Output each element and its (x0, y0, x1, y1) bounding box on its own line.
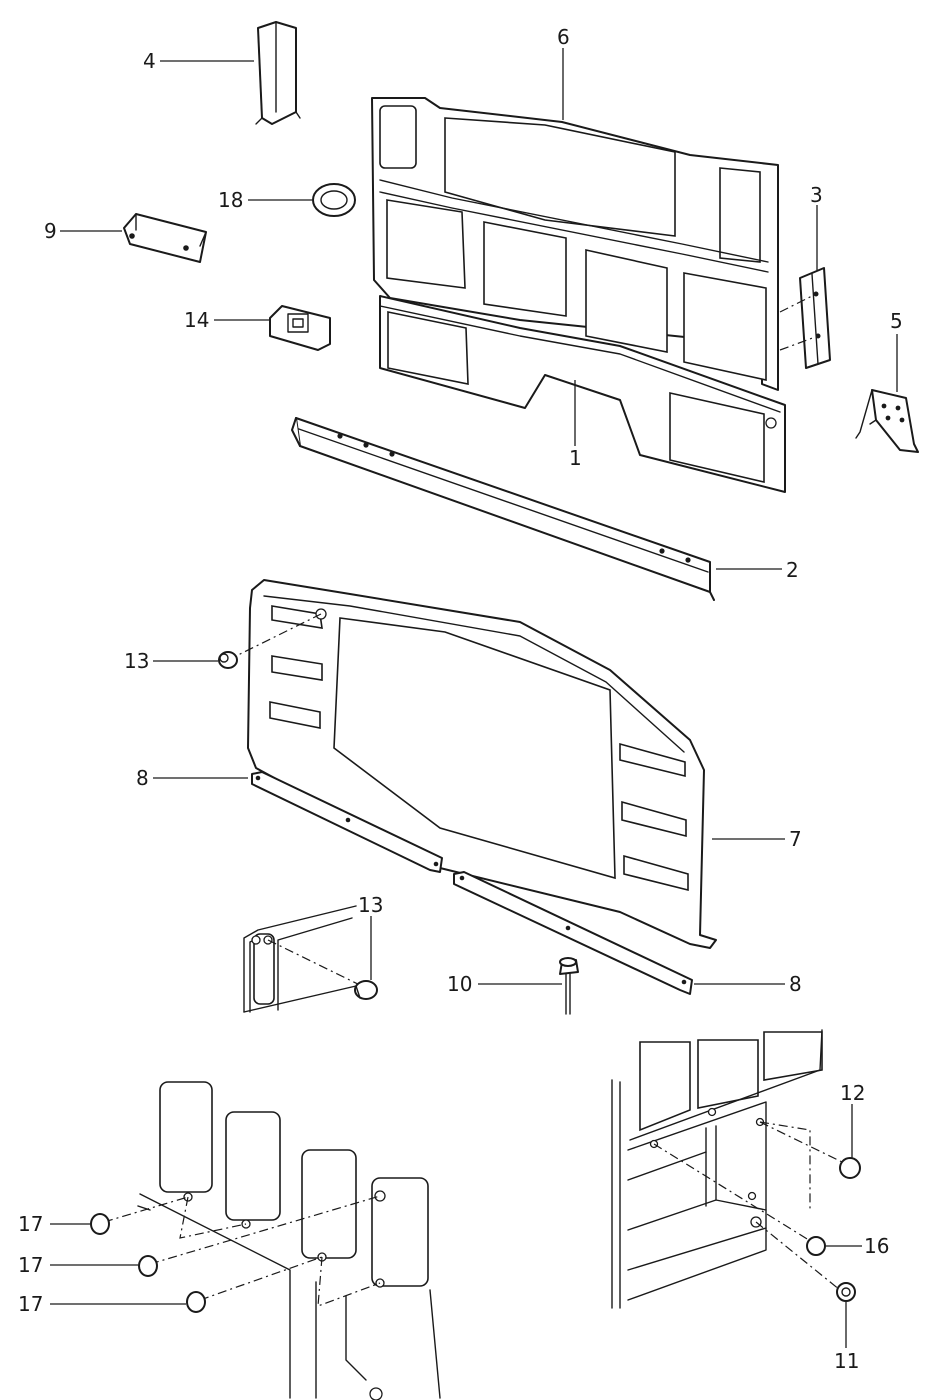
callout-13-lower: 13 (358, 893, 383, 917)
part-8-strip-left (251, 771, 443, 873)
callout-8-left: 8 (136, 766, 149, 790)
part-18-grommet (312, 183, 356, 217)
inset-detail-plug (243, 905, 378, 1013)
callout-14: 14 (184, 308, 209, 332)
callout-12: 12 (840, 1081, 865, 1105)
callout-16: 16 (864, 1234, 889, 1258)
part-14-clip (269, 305, 331, 351)
callout-13-upper: 13 (124, 649, 149, 673)
part-9-channel-clip (123, 213, 207, 263)
part-7-window-partition (227, 579, 717, 949)
callout-5: 5 (890, 309, 903, 333)
part-2-bottom-rail (291, 417, 715, 601)
lower-left-detail (90, 1081, 441, 1400)
callout-3: 3 (810, 183, 823, 207)
part-1-lower-partition-panel (379, 295, 786, 493)
part-5-support-bracket (855, 389, 919, 453)
lower-right-detail (611, 1029, 861, 1309)
callout-2: 2 (786, 558, 799, 582)
leader-lines (50, 48, 898, 1348)
callout-9: 9 (44, 219, 57, 243)
part-6-upper-partition-panel (371, 97, 779, 391)
callout-4: 4 (143, 49, 156, 73)
part-3-vertical-strip (779, 267, 831, 369)
part-4-post-bracket (255, 21, 301, 125)
part-13-plug-upper (218, 651, 238, 669)
callout-1: 1 (569, 446, 582, 470)
callout-7: 7 (789, 827, 802, 851)
callout-10: 10 (447, 972, 472, 996)
callout-6: 6 (557, 25, 570, 49)
callout-8-right: 8 (789, 972, 802, 996)
part-10-rivet (559, 957, 579, 1015)
part-8-strip-right (453, 871, 693, 995)
callout-17-a: 17 (18, 1212, 43, 1236)
callout-18: 18 (218, 188, 243, 212)
callout-11: 11 (834, 1349, 859, 1373)
callout-numbers: 4 6 18 9 3 14 5 1 2 13 8 7 13 10 8 12 17… (18, 25, 903, 1373)
callout-17-b: 17 (18, 1253, 43, 1277)
callout-17-c: 17 (18, 1292, 43, 1316)
